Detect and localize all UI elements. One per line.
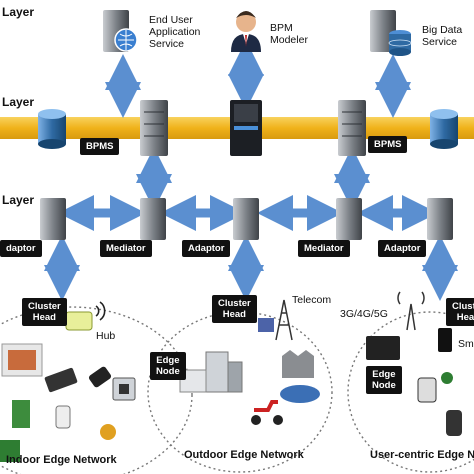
indoor-network-boundary <box>0 306 193 474</box>
adaptor-left-tag: daptor <box>0 240 42 257</box>
indoor-devices <box>0 343 136 462</box>
bus-center-server <box>230 100 262 156</box>
bus-layer-label: Layer <box>2 95 35 109</box>
mediator-2-tag: Mediator <box>298 240 350 257</box>
gateway-device-icon <box>258 318 274 332</box>
edge-node-mid-tag: Edge Node <box>150 352 186 380</box>
hub-icon <box>65 311 93 331</box>
wifi-icon <box>95 301 106 321</box>
bus-left-server <box>140 100 168 156</box>
user-centric-devices <box>366 328 462 436</box>
cluster-head-left-tag: Cluster Head <box>22 298 67 326</box>
mediation-layer-label: Layer <box>2 193 35 207</box>
bus-right-database <box>430 109 458 149</box>
end-user-server-icon <box>103 10 138 52</box>
telecom-tower-icon <box>275 299 293 341</box>
user-centric-network-boundary <box>347 311 474 473</box>
end-user-service-label: End User Application Service <box>149 14 201 50</box>
user-centric-network-label: User-centric Edge N <box>370 449 474 461</box>
bpm-modeler-label: BPM Modeler <box>270 22 308 46</box>
telecom-label: Telecom <box>292 294 332 306</box>
top-layer-label: Layer <box>2 5 35 19</box>
adaptor-mid-tag: Adaptor <box>182 240 231 257</box>
outdoor-network-label: Outdoor Edge Network <box>184 449 304 461</box>
cellular-label: 3G/4G/5G <box>340 308 388 320</box>
mediator-1-tag: Mediator <box>100 240 152 257</box>
cluster-head-mid-tag: Cluster Head <box>212 295 257 323</box>
mediation-servers <box>40 198 453 240</box>
adaptor-right-tag: Adaptor <box>378 240 427 257</box>
cellular-tower-icon <box>397 291 425 331</box>
bpms-right-tag: BPMS <box>368 136 408 153</box>
indoor-network-label: Indoor Edge Network <box>6 454 117 466</box>
hub-label: Hub <box>96 330 116 342</box>
edge-node-right-tag: Edge Node <box>366 366 402 394</box>
smart-device-label: Sm <box>458 338 474 350</box>
vertical-arrows <box>44 40 458 301</box>
big-data-server-icon <box>370 10 412 56</box>
bpm-modeler-person-icon <box>231 11 261 52</box>
bus-right-server <box>338 100 366 156</box>
cluster-head-right-tag: Cluster Head <box>446 298 474 326</box>
bus-left-database <box>38 109 66 149</box>
outdoor-devices <box>179 350 320 425</box>
bpms-left-tag: BPMS <box>80 138 120 155</box>
big-data-service-label: Big Data Service <box>422 24 463 48</box>
